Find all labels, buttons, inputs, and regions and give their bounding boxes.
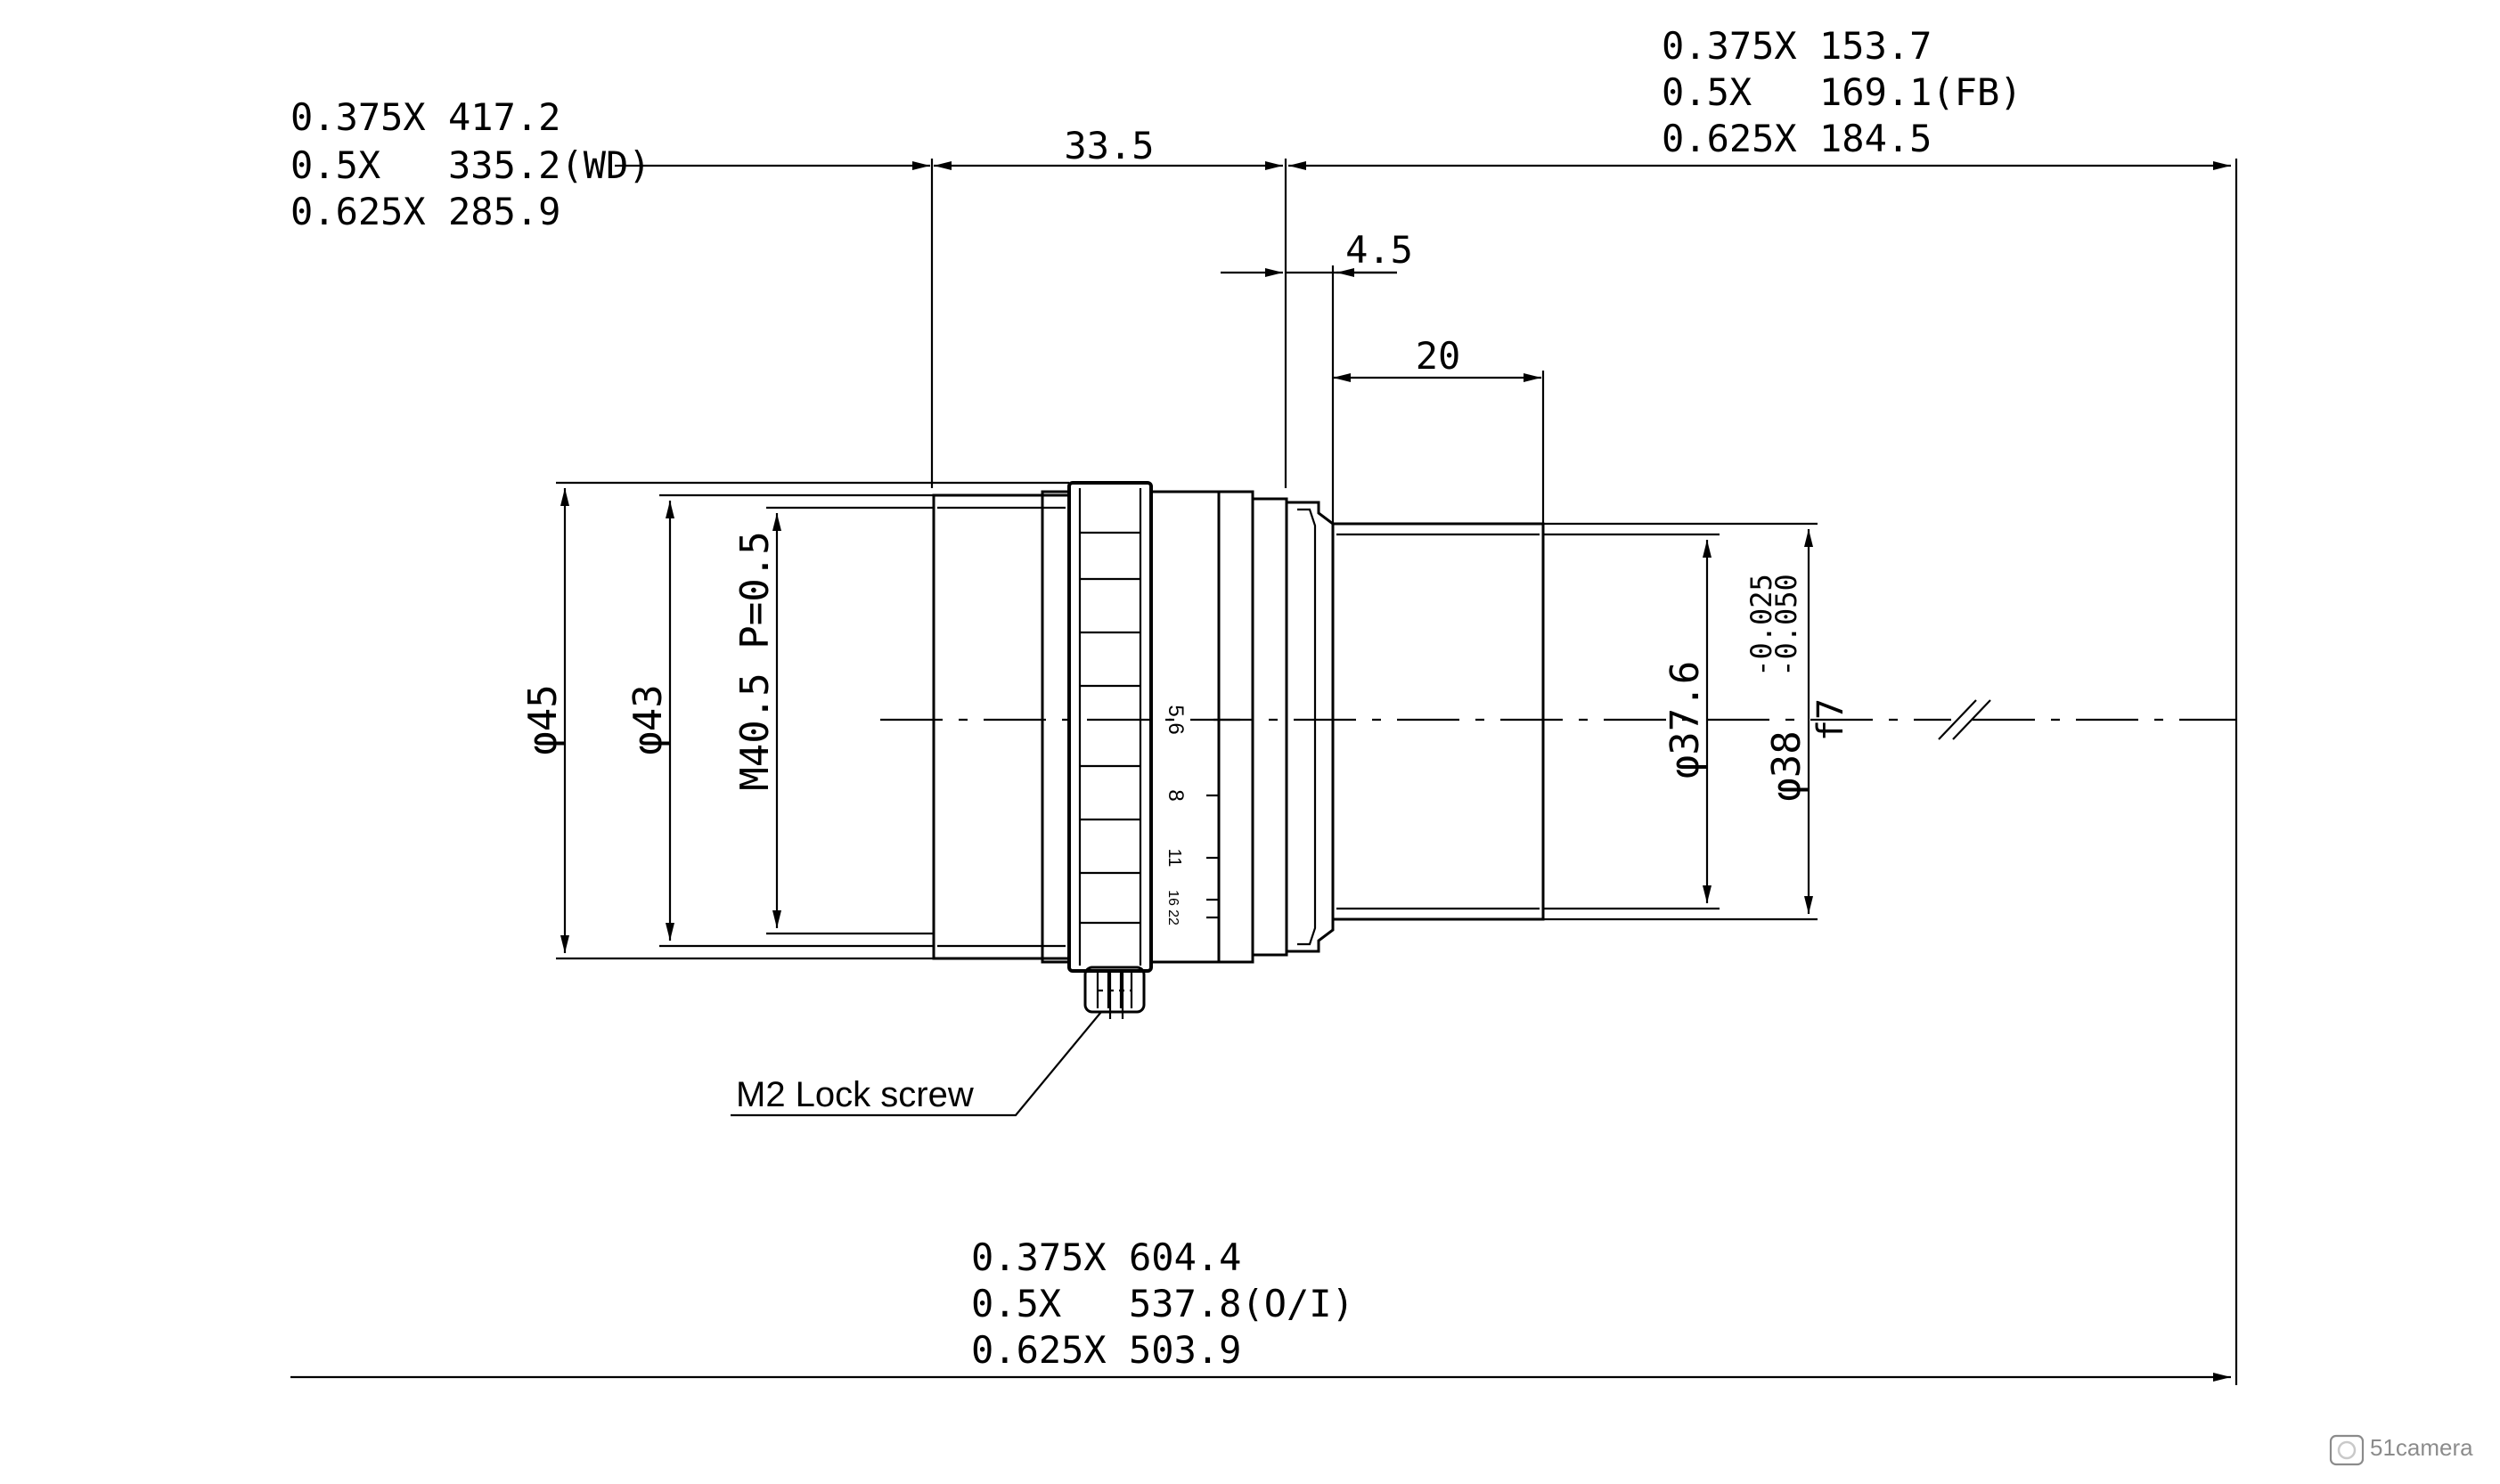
rear-barrel bbox=[1331, 522, 1545, 921]
dia-38-label: φ38 bbox=[1764, 730, 1810, 801]
top-dimension-chain: 33.5 bbox=[615, 124, 2238, 1385]
fb-line-05x: 0.5X 169.1(FB) bbox=[1662, 70, 2022, 114]
lock-screw-leader bbox=[731, 1011, 1102, 1117]
dim-20: 20 bbox=[1333, 334, 1545, 524]
oi-line-05x: 0.5X 537.8(O/I) bbox=[971, 1282, 1354, 1325]
lens-body bbox=[932, 481, 1818, 973]
thread-dimension: M40.5 P=0.5 bbox=[732, 506, 934, 935]
fstop-8: 8 bbox=[1164, 789, 1188, 801]
mount-ring bbox=[1217, 490, 1254, 964]
fstop-22: 22 bbox=[1165, 909, 1181, 925]
object-image-block: 0.375X 604.4 0.5X 537.8(O/I) 0.625X 503.… bbox=[971, 1235, 1354, 1372]
fstop-11: 11 bbox=[1164, 849, 1184, 868]
fit-class-label: f7 bbox=[1810, 698, 1851, 741]
wd-line-05x: 0.5X 335.2(WD) bbox=[290, 143, 651, 187]
dim-20-label: 20 bbox=[1416, 334, 1461, 378]
dia-37-6-label: φ37.6 bbox=[1663, 661, 1708, 779]
oi-line-0375x: 0.375X 604.4 bbox=[971, 1235, 1241, 1279]
dim-4-5-label: 4.5 bbox=[1345, 228, 1413, 272]
tolerance-lower: -0.050 bbox=[1769, 574, 1803, 677]
watermark-brand: 51camera bbox=[2370, 1434, 2473, 1461]
lock-screw: M2 Lock screw bbox=[731, 966, 1146, 1117]
aperture-scale: 5.6 8 11 16 22 bbox=[1164, 705, 1188, 925]
aperture-knurling bbox=[1080, 531, 1140, 925]
dia-45-dimension: φ45 bbox=[520, 481, 1069, 960]
tolerance-upper: -0.025 bbox=[1744, 574, 1778, 677]
camera-icon bbox=[2329, 1434, 2365, 1466]
optical-axis bbox=[880, 699, 2236, 740]
dia-43-label: φ43 bbox=[625, 684, 671, 754]
lock-screw-head bbox=[1083, 966, 1146, 1014]
wd-line-0375x: 0.375X 417.2 bbox=[290, 95, 560, 139]
dim-4-5: 4.5 bbox=[1221, 228, 1413, 524]
lock-screw-label: M2 Lock screw bbox=[736, 1075, 974, 1114]
flange-back-block: 0.375X 153.7 0.5X 169.1(FB) 0.625X 184.5 bbox=[1662, 24, 2022, 160]
aperture-ring bbox=[1067, 481, 1153, 973]
break-mark-1 bbox=[1938, 699, 1977, 740]
working-distance-block: 0.375X 417.2 0.5X 335.2(WD) 0.625X 285.9 bbox=[290, 95, 651, 233]
break-mark-2 bbox=[1952, 699, 1991, 740]
wd-line-0625x: 0.625X 285.9 bbox=[290, 190, 560, 233]
dia-38-dimension: φ38 -0.025 -0.050 f7 bbox=[1744, 529, 1851, 914]
dia-43-dimension: φ43 bbox=[625, 493, 934, 948]
oi-line-0625x: 0.625X 503.9 bbox=[971, 1328, 1241, 1372]
front-barrel bbox=[932, 493, 1071, 960]
dim-33-5-label: 33.5 bbox=[1064, 124, 1154, 167]
fb-line-0375x: 0.375X 153.7 bbox=[1662, 24, 1932, 68]
mount-flange bbox=[1287, 501, 1335, 953]
watermark: 51camera bbox=[2329, 1434, 2473, 1466]
thread-label: M40.5 P=0.5 bbox=[732, 531, 778, 790]
fb-line-0625x: 0.625X 184.5 bbox=[1662, 117, 1932, 160]
fstop-16: 16 bbox=[1165, 890, 1181, 906]
dia-45-label: φ45 bbox=[520, 684, 566, 754]
dia-37-6-dimension: φ37.6 bbox=[1543, 533, 1720, 910]
